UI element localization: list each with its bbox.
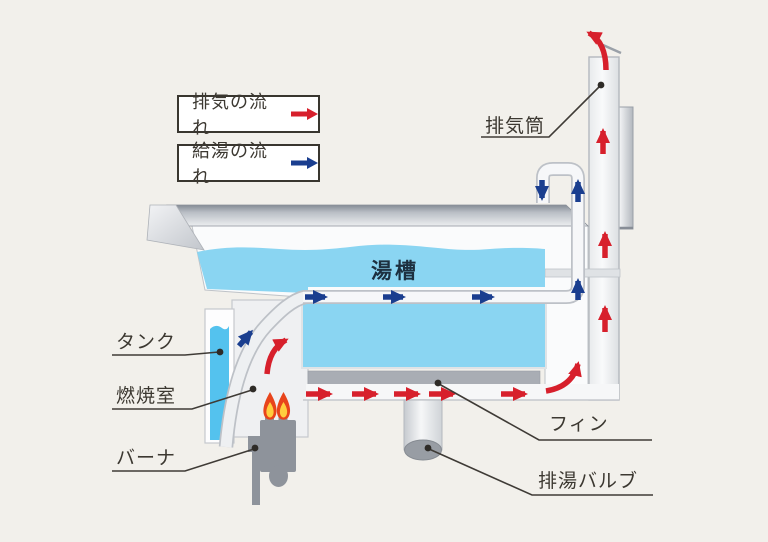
tub-rim (166, 204, 589, 227)
callout-tank: タンク (116, 331, 177, 353)
burner-body (260, 420, 296, 472)
flame-icon (263, 392, 291, 420)
exhaust-arrow-icon (291, 108, 318, 120)
legend-supply-flow: 給湯の流れ (177, 141, 320, 188)
drain-valve (403, 399, 443, 461)
tub-left-flange (146, 204, 205, 251)
drain-valve-cap (404, 439, 442, 461)
supply-piping (218, 162, 585, 448)
callout-fin: フィン (549, 413, 609, 435)
exhaust-flue (588, 56, 620, 401)
callout-exhaust-stack: 排気筒 (485, 115, 546, 137)
tub-water (197, 244, 545, 293)
exhaust-arrow-icon (586, 30, 609, 71)
tub-label: 湯槽 (371, 259, 419, 283)
supply-arrow-icon (236, 329, 254, 348)
heat-exchanger-water (303, 304, 545, 367)
flue-cap (602, 43, 622, 55)
exhaust-arrow-icon (545, 361, 582, 394)
supply-flow-arrows (236, 179, 585, 348)
callout-combustion-chamber: 燃焼室 (116, 385, 177, 407)
callout-drain-valve: 排湯バルブ (538, 470, 639, 492)
legend-exhaust-label: 排気の流れ (192, 92, 268, 139)
leader-lines (112, 81, 653, 496)
exhaust-stack (588, 43, 634, 401)
exhaust-arrow-icon (264, 337, 289, 375)
supply-arrow-icon (291, 157, 318, 169)
heat-exchanger (301, 302, 547, 388)
exhaust-flow-arrows (264, 30, 612, 401)
legend-exhaust-flow: 排気の流れ (177, 92, 320, 139)
legend-supply-label: 給湯の流れ (192, 141, 268, 188)
callout-burner: バーナ (116, 447, 177, 469)
exhaust-channel (303, 384, 619, 401)
burner (248, 414, 296, 505)
stack-back-panel (618, 106, 634, 230)
